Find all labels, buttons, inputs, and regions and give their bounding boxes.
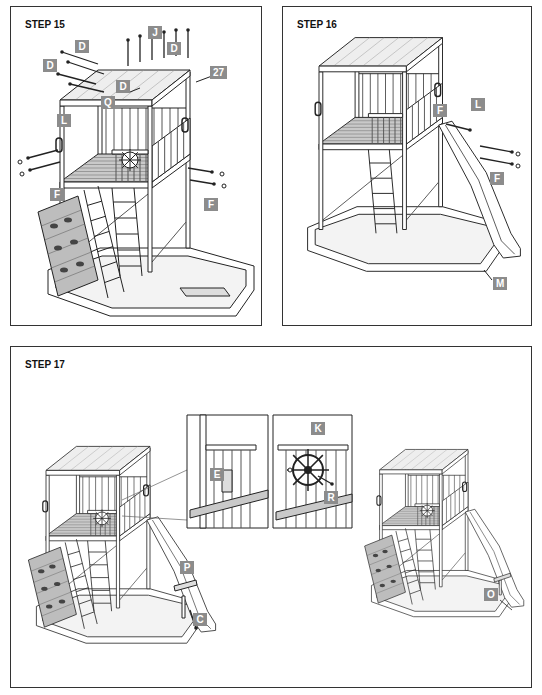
callout-letter: L — [57, 114, 71, 127]
step-panel: STEP 17 — [10, 346, 532, 688]
callout-letter: R — [324, 491, 338, 504]
callout-letter: 27 — [210, 66, 227, 79]
callout-letter: C — [193, 613, 207, 626]
callout-letter: F — [50, 188, 64, 201]
callout-letter: D — [116, 80, 130, 93]
callout-letter: F — [433, 104, 447, 117]
step-heading: STEP 17 — [25, 359, 65, 370]
callout-letter: D — [75, 40, 89, 53]
callout-letter: J — [148, 26, 162, 39]
callout-letter: D — [167, 42, 181, 55]
step-heading: STEP 16 — [297, 19, 337, 30]
callout-letter: L — [471, 98, 485, 111]
step-panel: STEP 15 — [10, 6, 262, 326]
step-heading: STEP 15 — [25, 19, 65, 30]
callout-letter: F — [204, 198, 218, 211]
callout-letter: F — [490, 172, 504, 185]
callout-letter: E — [210, 468, 224, 481]
callout-letter: D — [43, 59, 57, 72]
callout-letter: Q — [101, 96, 115, 109]
callout-letter: K — [311, 422, 325, 435]
callout-letter: O — [484, 588, 498, 601]
callout-letter: P — [180, 561, 194, 574]
callout-letter: M — [493, 277, 507, 290]
